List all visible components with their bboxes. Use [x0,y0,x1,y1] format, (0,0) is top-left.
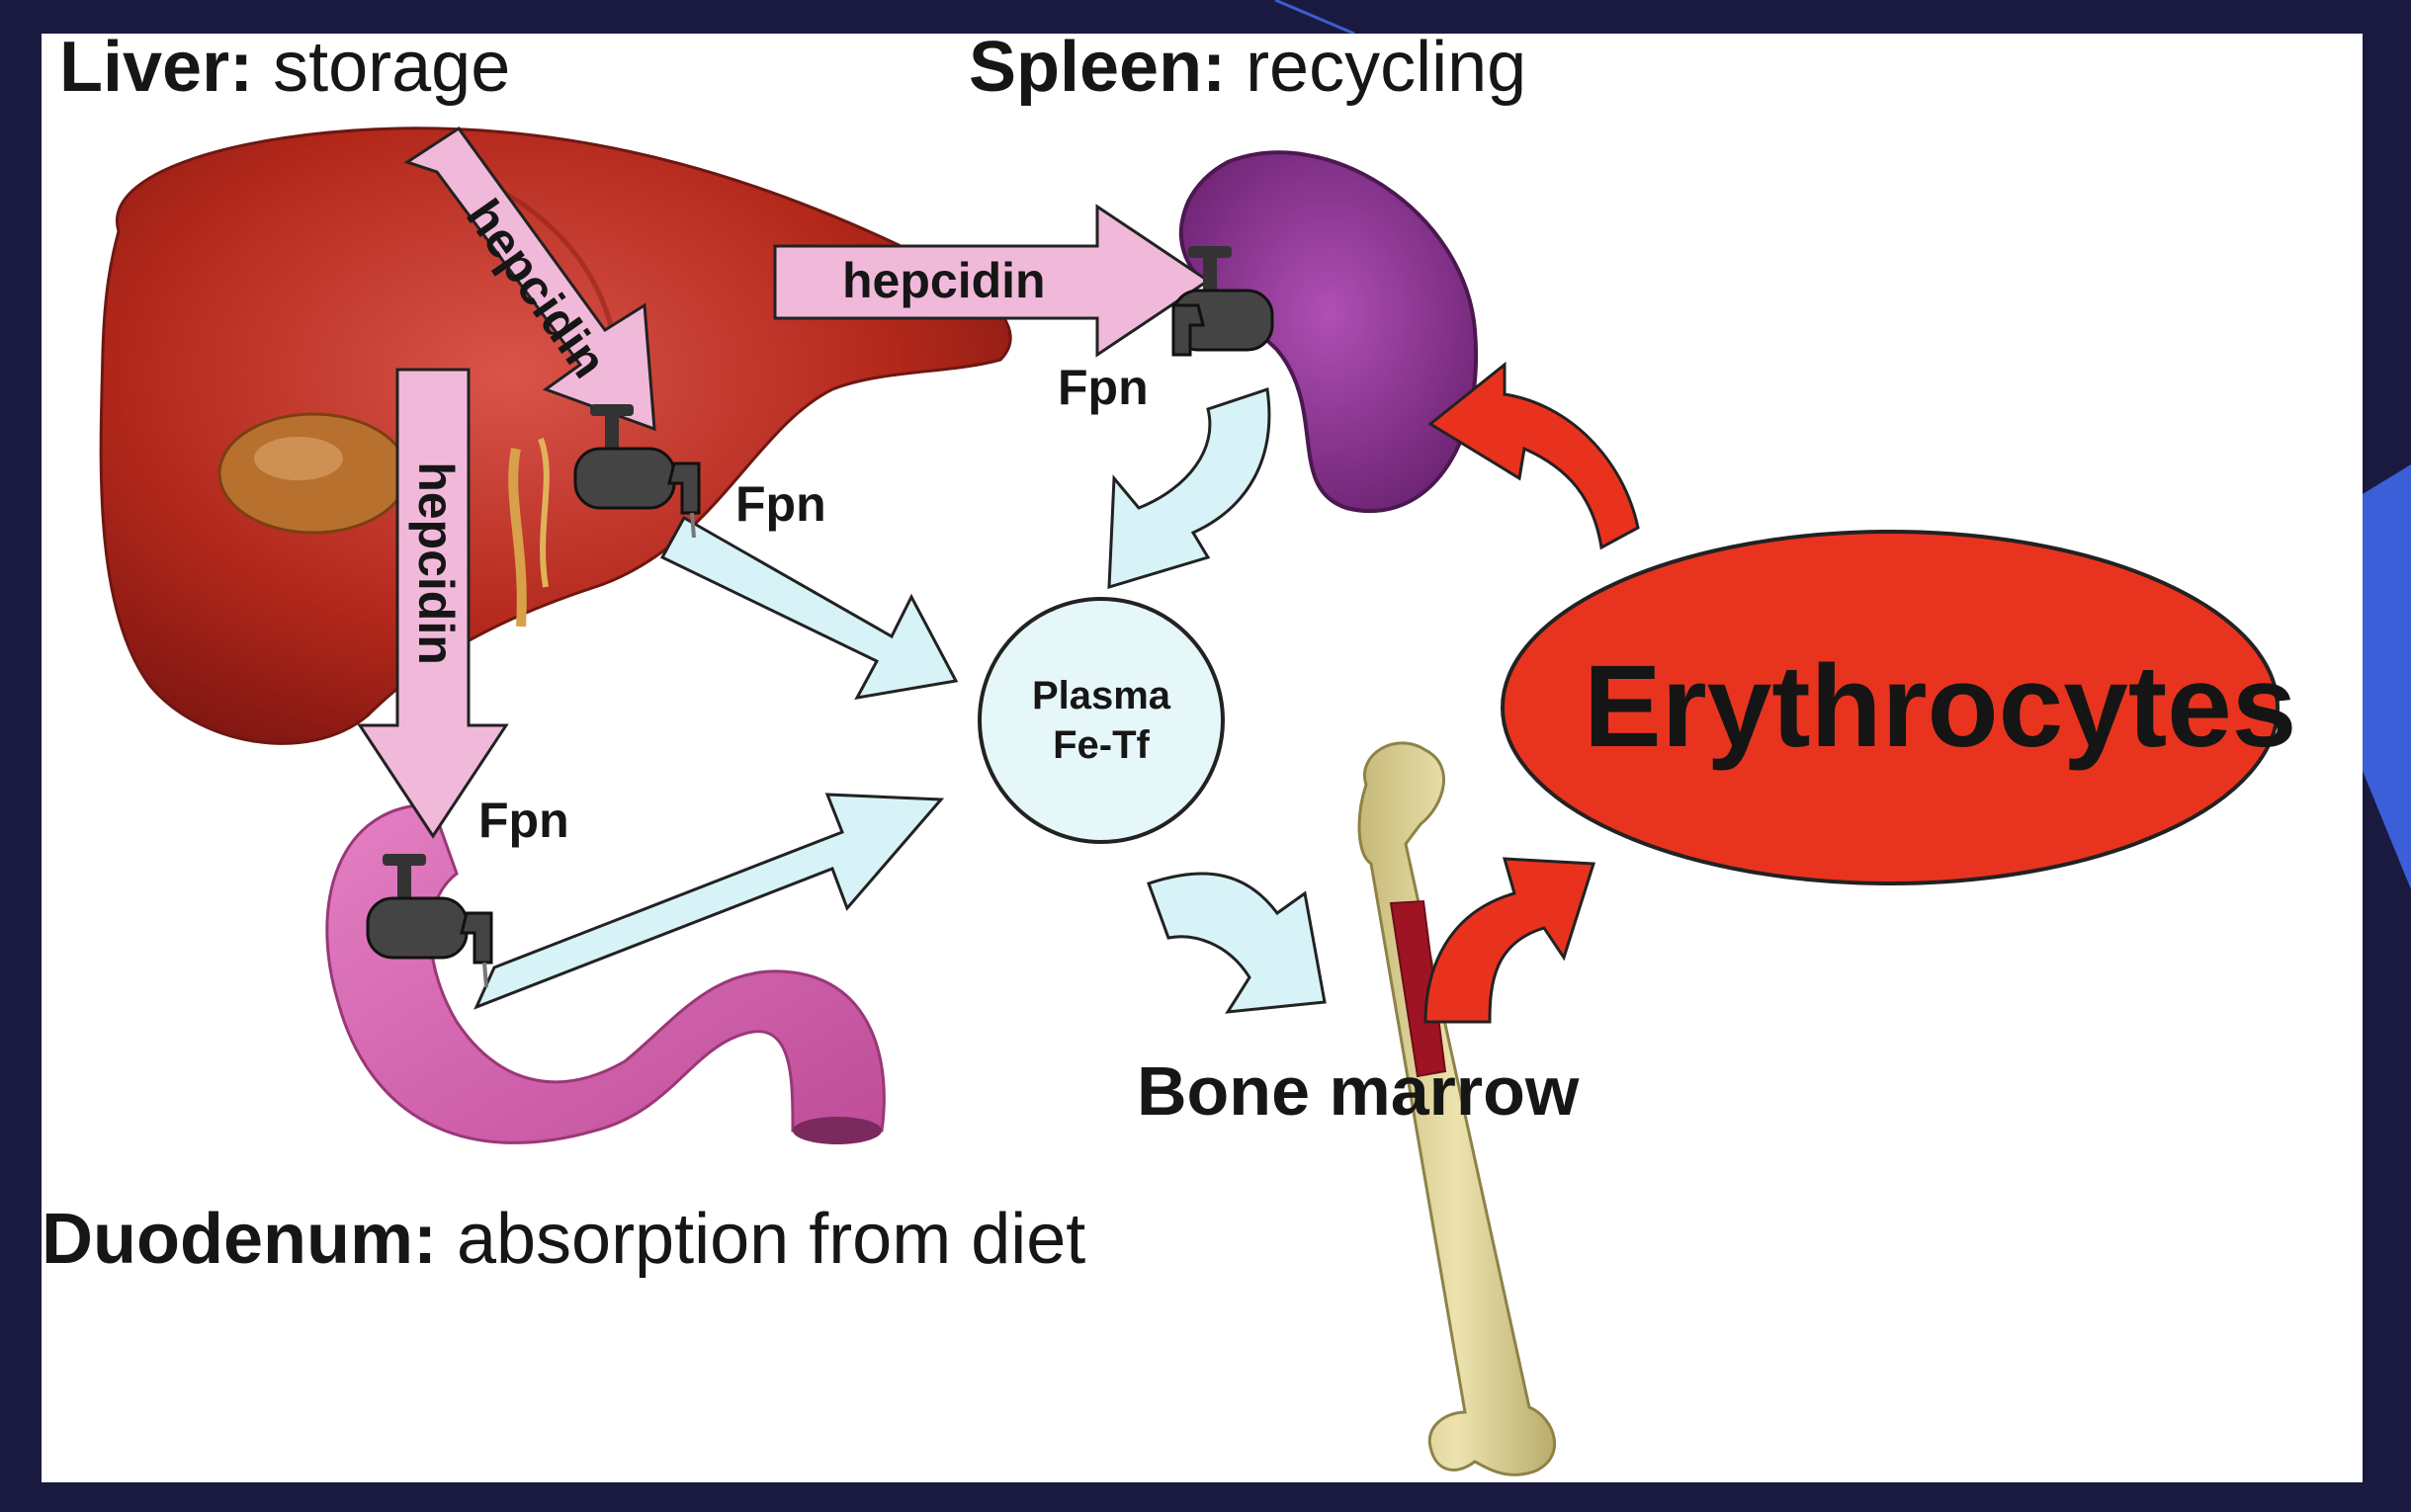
fpn-label-liver: Fpn [735,476,826,532]
hepcidin-label-horizontal: hepcidin [842,253,1046,308]
erythrocytes-pool [1501,530,2280,885]
fpn-label-spleen: Fpn [1058,360,1149,415]
duodenum-label: Duodenum: absorption from diet [42,1200,1086,1279]
bone-icon [1357,741,1556,1476]
hepcidin-arrow-horizontal [773,204,1211,358]
faucet-icon [573,404,701,539]
erythrocytes-label: Erythrocytes [1584,641,2297,772]
diagram-panel: Liver: storage Spleen: recycling Duodenu… [42,34,2363,1482]
iron-flow-arrow-liver-to-plasma [659,515,959,700]
plasma-fe-tf-label: Plasma Fe-Tf [1031,674,1171,767]
duodenum-icon [325,802,886,1144]
erythro-arrow-erythrocytes-to-spleen [1427,361,1640,550]
hepcidin-label-vertical: hepcidin [407,462,464,665]
iron-flow-arrow-spleen-to-plasma [1107,387,1271,590]
spleen-icon [1179,150,1479,514]
iron-homeostasis-diagram [99,126,2280,1476]
faucet-icon [366,854,493,988]
iron-flow-arrow-plasma-to-marrow [1147,872,1327,1014]
fpn-label-duodenum: Fpn [478,793,569,848]
spleen-label: Spleen: recycling [969,34,1527,107]
plasma-pool [978,597,1225,844]
bone-marrow-label: Bone marrow [1137,1052,1580,1130]
erythro-arrow-marrow-to-erythrocytes [1423,857,1596,1024]
hepcidin-arrow-diagonal [403,126,656,432]
hepcidin-arrow-vertical [357,368,509,839]
faucet-icon [1171,246,1274,357]
iron-flow-arrow-duodenum-to-plasma [474,793,945,1010]
liver-label: Liver: storage [59,34,511,107]
